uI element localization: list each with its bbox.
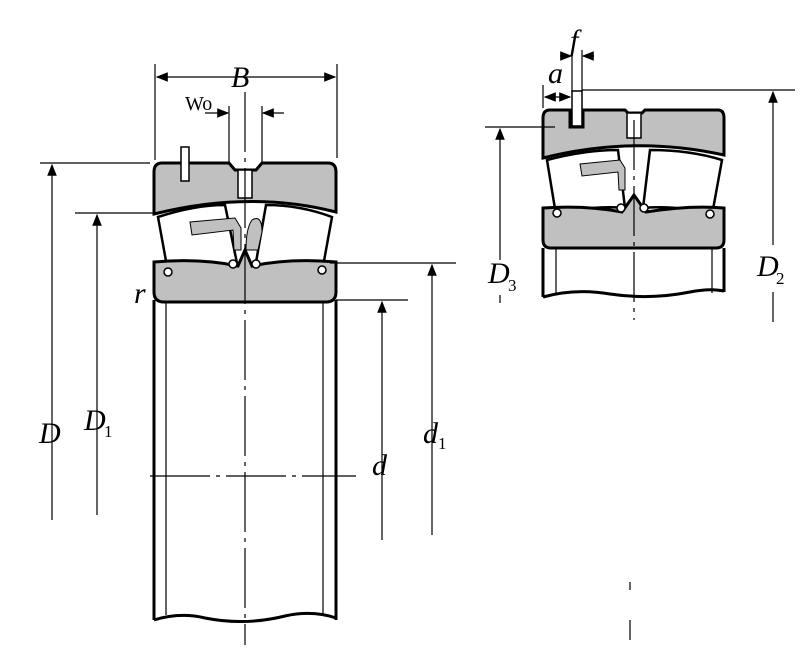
label-B: B [231,61,249,94]
label-D2: D [756,250,779,283]
cage-left [189,217,242,251]
label-D3: D [487,257,510,290]
label-r: r [134,277,146,310]
label-d1: d [423,417,439,450]
label-D3-subscript: 3 [508,276,517,295]
main-bearing [150,92,356,645]
label-D1-subscript: 1 [104,422,113,441]
locating-pin [180,146,190,182]
detail-dimensions [485,50,795,322]
label-D1: D [83,404,106,437]
break-line [153,611,337,624]
label-D: D [38,417,61,450]
cage-right [245,218,263,251]
main-dimensions [40,64,456,540]
detail-bearing [541,90,726,640]
label-D2-subscript: 2 [776,269,785,288]
bore-outer-walls [152,300,338,620]
label-d1-subscript: 1 [438,434,447,453]
bore-inner-walls [165,300,324,615]
label-f: f [570,24,582,57]
label-Wo: Wo [185,93,212,115]
detail-locating-pin [571,90,583,127]
label-d: d [372,449,388,482]
label-a: a [548,57,563,90]
